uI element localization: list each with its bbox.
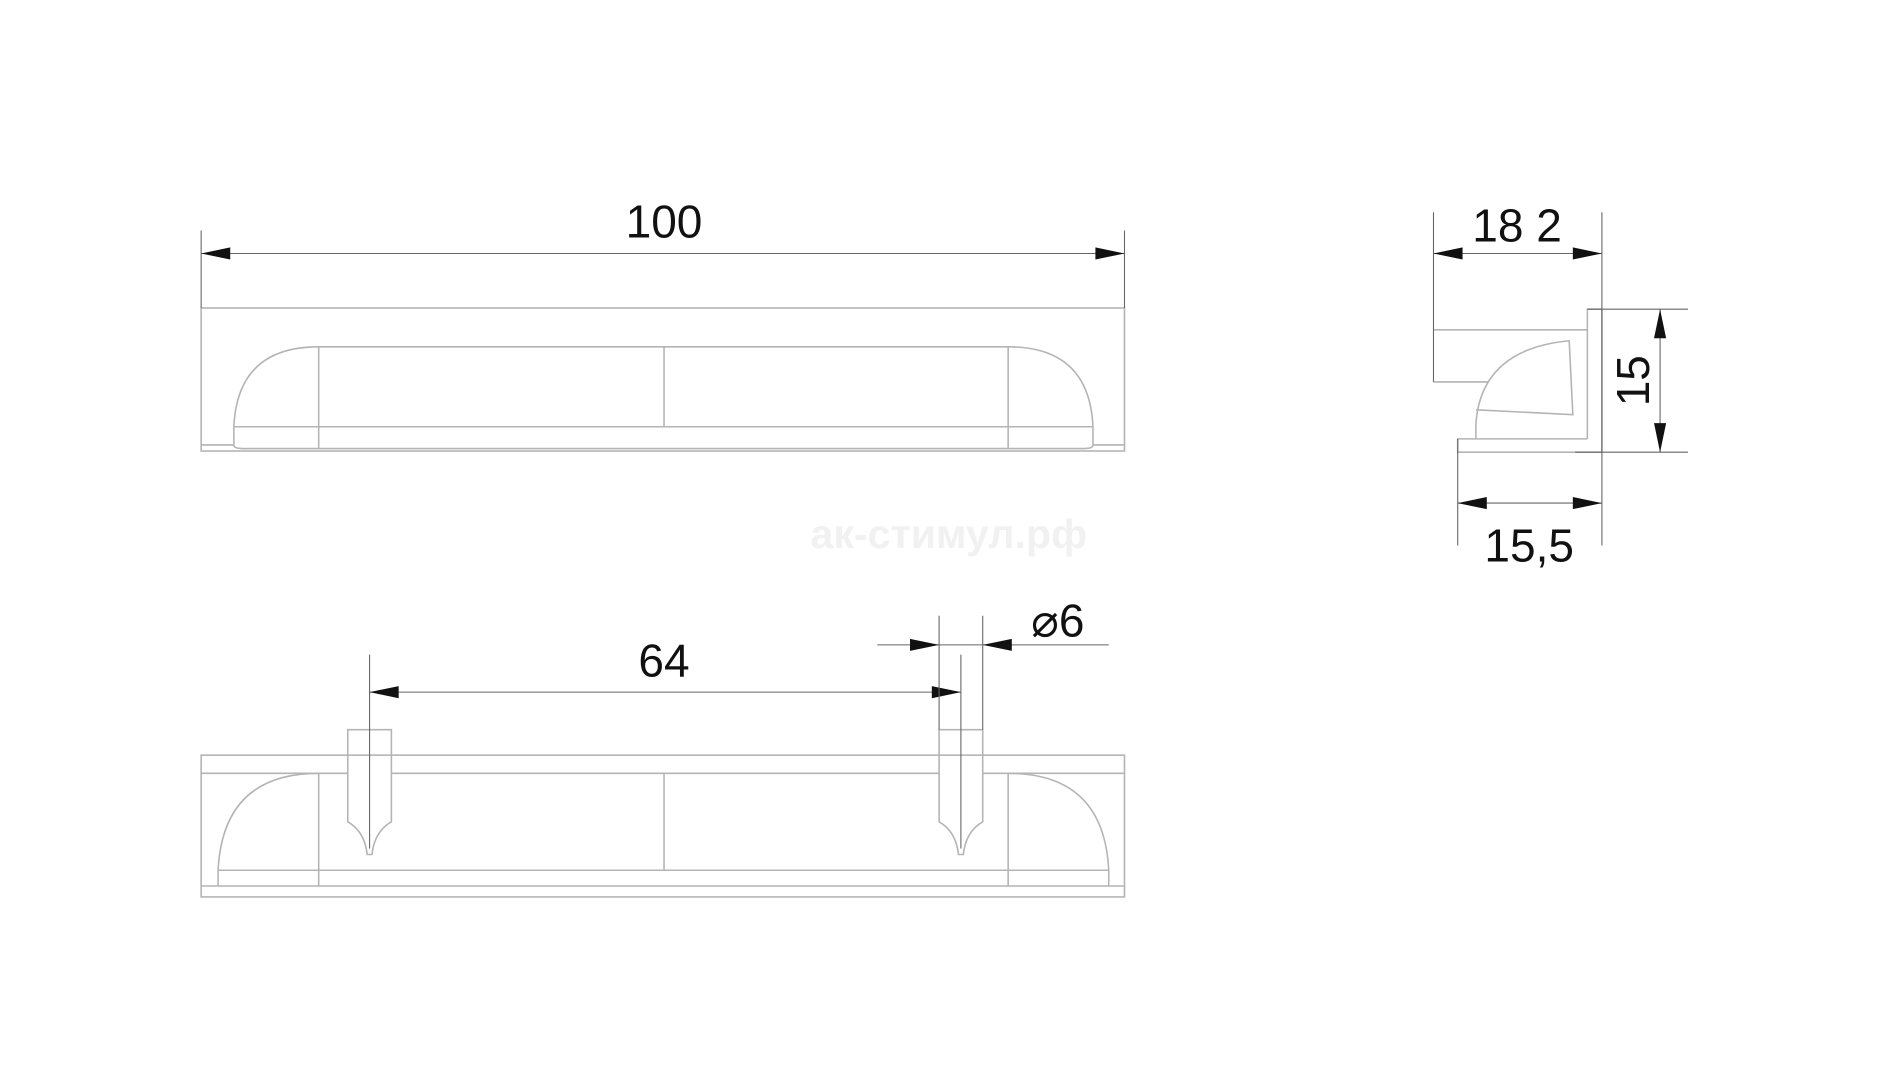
screw-post-left [346,728,393,856]
height-dimension: 15 [1575,308,1688,453]
bottom-view [200,654,1126,898]
width-dimension: 18 2 [1432,199,1603,546]
side-view [1433,308,1603,453]
height-label: 15 [1607,355,1659,406]
base-dimension: 15,5 [1457,438,1602,571]
hole-spacing-dimension: 64 [369,634,961,699]
watermark: ак-стимул.рф [810,511,1087,557]
hole-diameter-dimension: ⌀6 [877,594,1109,730]
hole-diameter-label: ⌀6 [1031,594,1084,646]
length-dimension: 100 [200,196,1126,309]
screw-post-right [938,728,984,856]
top-view [200,307,1126,452]
length-label: 100 [626,196,703,248]
width-label: 18 2 [1472,199,1562,251]
base-label: 15,5 [1484,519,1574,571]
hole-spacing-label: 64 [638,634,689,686]
